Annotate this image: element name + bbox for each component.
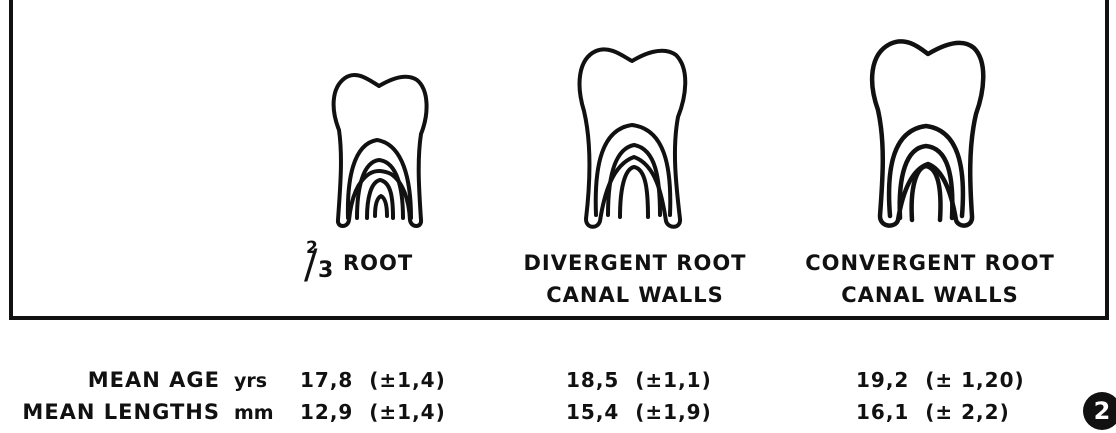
tooth-2-label-line1: DIVERGENT ROOT xyxy=(500,248,770,278)
mean-lengths-value-3: 16,1 (± 2,2) xyxy=(856,400,1010,424)
mean-age-value-1: 17,8 (±1,4) xyxy=(300,368,446,392)
mean-age-value-3: 19,2 (± 1,20) xyxy=(856,368,1025,392)
mean-lengths-label: MEAN LENGTHS xyxy=(0,400,220,424)
mean-lengths-value-1: 12,9 (±1,4) xyxy=(300,400,446,424)
tooth-divergent-walls-illustration xyxy=(568,45,698,240)
tooth-convergent-walls-illustration xyxy=(860,36,995,241)
figure-number-badge: 2 xyxy=(1083,392,1116,430)
mean-age-value-2: 18,5 (±1,1) xyxy=(566,368,712,392)
mean-age-label: MEAN AGE xyxy=(30,368,220,392)
tooth-1-label: ROOT xyxy=(343,248,433,278)
mean-age-unit: yrs xyxy=(234,370,267,392)
mean-lengths-unit: mm xyxy=(234,402,274,424)
tooth-2-label-line2: CANAL WALLS xyxy=(500,280,770,310)
tooth-3-label-line1: CONVERGENT ROOT xyxy=(790,248,1070,278)
fraction-denominator: 3 xyxy=(318,258,333,283)
mean-lengths-value-2: 15,4 (±1,9) xyxy=(566,400,712,424)
fraction-slash: / xyxy=(304,242,317,288)
tooth-3-label-line2: CANAL WALLS xyxy=(790,280,1070,310)
tooth-two-thirds-root-illustration xyxy=(325,70,435,240)
